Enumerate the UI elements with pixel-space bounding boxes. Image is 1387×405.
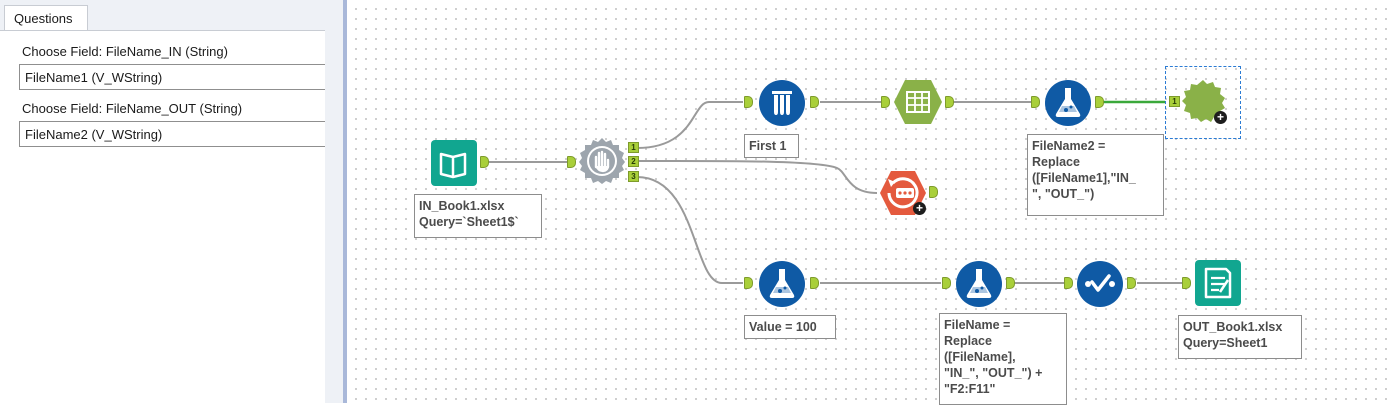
add-icon: + bbox=[913, 202, 926, 215]
wire-test1-to-sample bbox=[636, 101, 743, 149]
macro-output-tool[interactable] bbox=[1180, 78, 1226, 124]
book-icon bbox=[431, 140, 477, 186]
input-output-anchor[interactable] bbox=[480, 156, 489, 168]
directory-output-anchor[interactable] bbox=[929, 186, 938, 198]
textinput-output-anchor[interactable] bbox=[945, 96, 954, 108]
question-label-1: Choose Field: FileName_IN (String) bbox=[22, 44, 228, 59]
output-data-tool[interactable] bbox=[1194, 260, 1242, 306]
test-anchor-3[interactable]: 3 bbox=[628, 171, 639, 182]
select-output-anchor[interactable] bbox=[1127, 277, 1136, 289]
notebook-icon bbox=[1195, 260, 1241, 306]
flask-icon bbox=[1045, 80, 1091, 126]
test-tool[interactable] bbox=[578, 137, 626, 185]
workflow-canvas[interactable]: IN_Book1.xlsx Query=`Sheet1$` 1 2 3 Firs… bbox=[347, 0, 1387, 405]
text-input-tool[interactable] bbox=[893, 79, 943, 125]
formula-value-input-anchor[interactable] bbox=[744, 277, 753, 289]
macro-input-anchor-1[interactable]: 1 bbox=[1169, 96, 1180, 107]
hand-gear-icon bbox=[579, 138, 625, 184]
questions-panel: Questions Choose Field: FileName_IN (Str… bbox=[0, 0, 343, 404]
formula-value-output-anchor[interactable] bbox=[810, 277, 819, 289]
select-tool[interactable] bbox=[1076, 260, 1124, 308]
connection-wires bbox=[488, 100, 1185, 284]
sample-input-anchor[interactable] bbox=[744, 96, 753, 108]
flask-icon bbox=[759, 261, 805, 307]
input-annotation: IN_Book1.xlsx Query=`Sheet1$` bbox=[414, 194, 542, 238]
field-select-1[interactable]: FileName1 (V_WString) bbox=[19, 64, 325, 90]
formula-filename-output-anchor[interactable] bbox=[1006, 277, 1015, 289]
formula-tool-top[interactable] bbox=[1044, 79, 1092, 127]
formula-tool-filename[interactable] bbox=[955, 260, 1003, 308]
select-input-anchor[interactable] bbox=[1064, 277, 1073, 289]
questions-body: Choose Field: FileName_IN (String) FileN… bbox=[0, 30, 325, 404]
formula-top-input-anchor[interactable] bbox=[1031, 96, 1040, 108]
formula-top-annotation: FileName2 = Replace ([FileName1],"IN_ ",… bbox=[1027, 134, 1164, 216]
output-annotation: OUT_Book1.xlsx Query=Sheet1 bbox=[1178, 315, 1302, 359]
input-data-tool[interactable] bbox=[430, 140, 478, 186]
wire-test2-to-directory bbox=[636, 159, 878, 194]
textinput-input-anchor[interactable] bbox=[881, 96, 890, 108]
output-input-anchor[interactable] bbox=[1182, 277, 1191, 289]
field-select-2[interactable]: FileName2 (V_WString) bbox=[19, 121, 325, 147]
table-icon bbox=[894, 80, 942, 124]
tab-questions[interactable]: Questions bbox=[4, 5, 88, 30]
check-icon bbox=[1077, 261, 1123, 307]
panel-splitter[interactable] bbox=[343, 0, 347, 403]
macro-output-selection[interactable] bbox=[1165, 66, 1241, 139]
formula-value-annotation: Value = 100 bbox=[744, 315, 836, 339]
test-anchor-2[interactable]: 2 bbox=[628, 156, 639, 167]
question-label-2: Choose Field: FileName_OUT (String) bbox=[22, 101, 243, 116]
sample-output-anchor[interactable] bbox=[810, 96, 819, 108]
formula-filename-input-anchor[interactable] bbox=[942, 277, 951, 289]
formula-top-output-anchor[interactable] bbox=[1095, 96, 1104, 108]
wire-test3-to-formula bbox=[636, 176, 743, 284]
flask-icon bbox=[956, 261, 1002, 307]
add-icon: + bbox=[1214, 111, 1227, 124]
sample-annotation: First 1 bbox=[744, 134, 799, 158]
formula-tool-value[interactable] bbox=[758, 260, 806, 308]
test-tubes-icon bbox=[759, 80, 805, 126]
sample-tool[interactable] bbox=[758, 79, 806, 127]
formula-filename-annotation: FileName = Replace ([FileName], "IN_", "… bbox=[939, 313, 1067, 405]
test-anchor-1[interactable]: 1 bbox=[628, 142, 639, 153]
test-input-anchor[interactable] bbox=[567, 156, 576, 168]
cloud-icon bbox=[1182, 80, 1225, 122]
